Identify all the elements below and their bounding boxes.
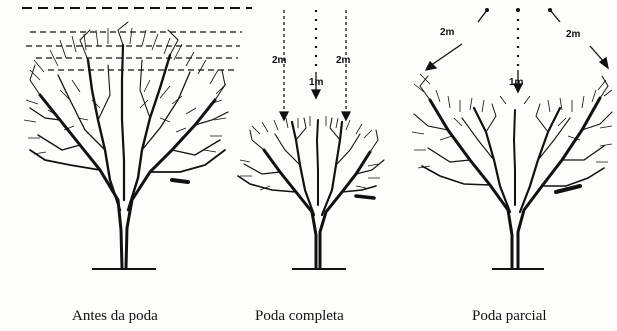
twig-texture-before [24, 28, 226, 154]
label-partial-center-1m: 1m [509, 78, 523, 88]
tree-crown-before [30, 22, 228, 268]
caption-complete-pruning: Poda completa [255, 308, 344, 325]
label-partial-right-2m: 2m [566, 30, 580, 40]
label-partial-left-2m: 2m [440, 28, 454, 38]
label-complete-inner-1m: 1m [309, 78, 323, 88]
panel-partial-pruning [412, 8, 612, 269]
caption-before-pruning: Antes da poda [72, 308, 158, 325]
caption-partial-pruning: Poda parcial [472, 308, 547, 325]
label-complete-outer-2m: 2m [272, 56, 286, 66]
panel-complete-pruning [238, 10, 384, 269]
twig-texture-complete [240, 116, 380, 190]
label-complete-outer-2m-right: 2m [336, 56, 350, 66]
tree-crown-complete [238, 118, 384, 268]
panel-before-pruning [22, 8, 252, 269]
dashed-height-lines [22, 8, 252, 70]
